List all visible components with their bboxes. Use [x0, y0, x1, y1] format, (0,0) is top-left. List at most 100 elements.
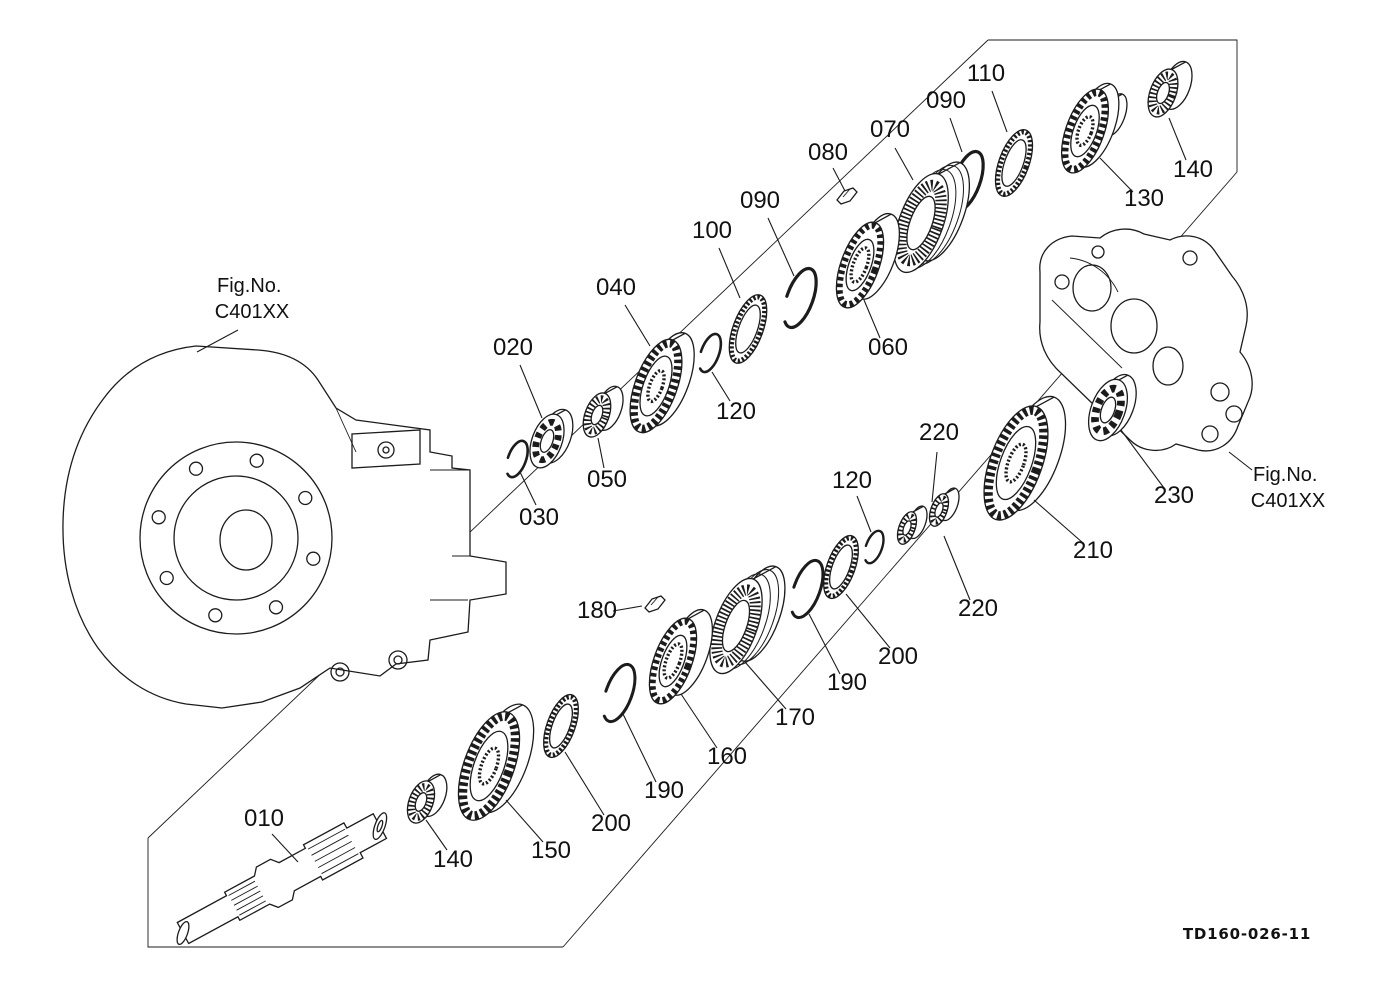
- part-010-shaft: [176, 812, 388, 946]
- leader-040: [624, 304, 651, 347]
- leader-200-b: [845, 593, 891, 649]
- part-110-synchro-ring: [994, 129, 1034, 197]
- callout-080: 080: [808, 139, 848, 166]
- part-140-needle-bearing-b: [1147, 60, 1193, 118]
- part-160-synchro-hub: [648, 608, 714, 705]
- part-230-ball-bearing: [1087, 373, 1137, 442]
- callout-190-b: 190: [827, 669, 867, 696]
- callout-170: 170: [775, 704, 815, 731]
- plate-bolt-hole-4: [1054, 274, 1070, 290]
- leader-120-b: [856, 495, 872, 533]
- callout-070: 070: [870, 116, 910, 143]
- housing-boss-hole: [377, 441, 395, 459]
- housing-bell-inner-ring: [173, 475, 299, 601]
- part-190-snap-ring-b: [789, 558, 825, 620]
- housing-bolt-hole: [208, 608, 223, 623]
- plate-bolt-hole-1: [1210, 382, 1230, 402]
- leader-lines: [196, 90, 1253, 863]
- part-210-gear: [983, 395, 1067, 521]
- transmission-housing: [62, 345, 507, 709]
- part-180-shift-key: [644, 595, 666, 613]
- leader-010: [271, 833, 299, 863]
- housing-bolt-hole: [306, 551, 321, 566]
- part-150-gear: [457, 703, 535, 821]
- leader-100: [718, 247, 741, 299]
- fig-ref-right: Fig.No. C401XX: [1251, 464, 1326, 512]
- leader-fig-right: [1228, 451, 1253, 471]
- callout-100: 100: [692, 217, 732, 244]
- leader-140-a: [1168, 117, 1187, 161]
- part-120-snap-ring-a: [697, 332, 723, 374]
- callout-020: 020: [493, 334, 533, 361]
- housing-bolt-hole: [188, 461, 204, 476]
- callout-200-a: 200: [591, 810, 631, 837]
- callout-110: 110: [967, 60, 1005, 87]
- plate-bolt-hole-5: [1091, 245, 1105, 259]
- plate-bore-2: [1110, 298, 1158, 354]
- part-130-gear: [1060, 82, 1128, 174]
- leader-020: [519, 364, 543, 419]
- callout-200-b: 200: [878, 643, 918, 670]
- leader-130: [1099, 157, 1134, 193]
- leader-090-b: [949, 117, 963, 153]
- housing-lug-hole-2: [388, 650, 408, 670]
- callout-050: 050: [587, 466, 627, 493]
- leader-fig-left: [196, 329, 239, 353]
- leader-140-b: [425, 819, 448, 851]
- housing-center-bore: [219, 509, 273, 571]
- leader-110: [991, 90, 1008, 133]
- leader-060: [863, 299, 881, 339]
- countershaft-assembly: [176, 373, 1137, 946]
- callout-030: 030: [519, 504, 559, 531]
- leader-220-a: [931, 451, 938, 503]
- callout-220-b: 220: [958, 595, 998, 622]
- housing-bolt-hole: [159, 570, 174, 586]
- part-090-snap-ring-a: [782, 266, 818, 330]
- leader-150: [505, 799, 544, 843]
- fig-ref-left: Fig.No. C401XX: [215, 275, 290, 323]
- part-100-synchro-ring: [728, 294, 768, 364]
- part-080-shift-key: [836, 187, 858, 205]
- housing-detail-lines: [299, 407, 470, 689]
- housing-lug-hole-2-center: [393, 655, 403, 665]
- callout-210: 210: [1073, 537, 1113, 564]
- frame-corner-bottom-left: [147, 838, 563, 948]
- mainshaft-assembly: [505, 60, 1193, 479]
- leader-230: [1120, 429, 1165, 489]
- housing-boss-hole-center: [382, 446, 390, 454]
- plate-bore-3: [1152, 346, 1184, 386]
- housing-lug-hole-1-center: [335, 667, 345, 677]
- callout-180: 180: [577, 597, 617, 624]
- callout-040: 040: [596, 274, 636, 301]
- callout-120-b: 120: [832, 467, 872, 494]
- housing-bell-face: [139, 441, 333, 635]
- housing-bolt-holes: [151, 453, 321, 623]
- leader-080: [832, 167, 846, 192]
- callout-130: 130: [1124, 185, 1164, 212]
- callout-160: 160: [707, 743, 747, 770]
- housing-outline: [62, 345, 507, 709]
- callout-150: 150: [531, 837, 571, 864]
- drawing-number: TD160-026-11: [1183, 925, 1311, 943]
- callout-120-a: 120: [716, 398, 756, 425]
- leader-050: [597, 437, 605, 469]
- part-220-bearing-half-a: [896, 505, 928, 545]
- plate-bore-1: [1072, 264, 1112, 312]
- leader-210: [1033, 499, 1084, 544]
- housing-lug-hole-1: [330, 662, 350, 682]
- part-170-synchro-sleeve: [709, 565, 786, 675]
- rear-bearing-case: [1039, 228, 1253, 452]
- housing-bolt-hole: [151, 510, 166, 525]
- part-190-snap-ring-a: [601, 662, 637, 724]
- callout-140-a: 140: [1173, 156, 1213, 183]
- housing-bolt-hole: [268, 600, 284, 615]
- leader-200-a: [564, 751, 605, 816]
- callout-090-a: 090: [740, 187, 780, 214]
- callout-140-b: 140: [433, 846, 473, 873]
- frame-corner-top-right: [988, 39, 1238, 172]
- part-060-synchro-hub: [835, 212, 901, 309]
- plate-bolt-hole-3: [1201, 425, 1219, 443]
- housing-top-boss: [351, 429, 421, 469]
